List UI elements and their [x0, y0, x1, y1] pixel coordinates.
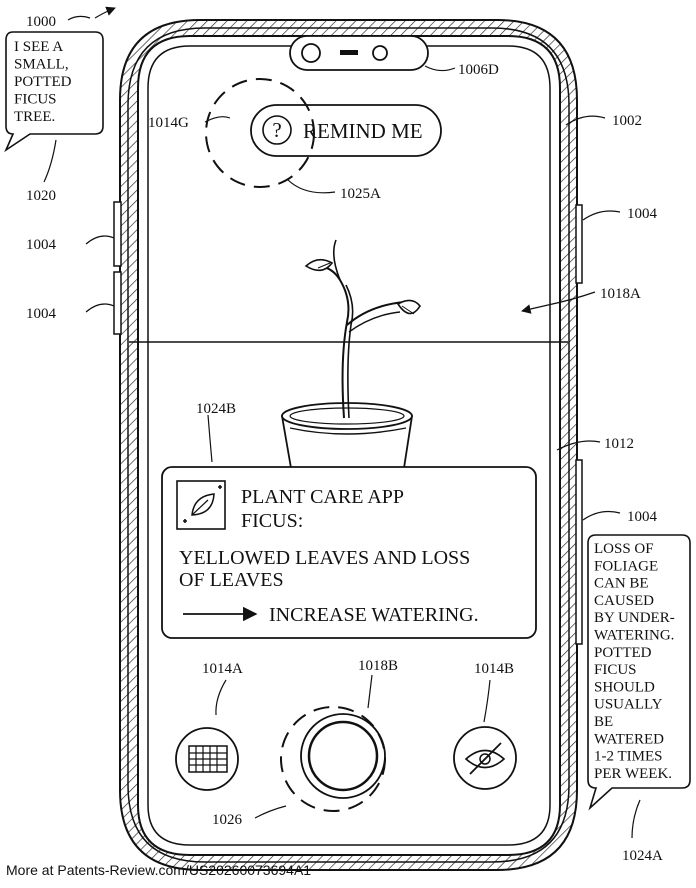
ref-1018B: 1018B: [358, 658, 398, 674]
app-subtitle: FICUS:: [241, 510, 303, 532]
ref-1018A: 1018A: [600, 286, 641, 302]
eye-slash-icon: [464, 742, 506, 775]
side-button-left-bottom[interactable]: [113, 271, 122, 335]
ref-1024B: 1024B: [196, 401, 236, 417]
speech-line: PER WEEK.: [594, 766, 672, 782]
ref-1025A: 1025A: [340, 186, 381, 202]
ref-1026: 1026: [212, 812, 243, 828]
ref-1006D: 1006D: [458, 62, 499, 78]
app-title: PLANT CARE APP: [241, 486, 404, 508]
remind-label: REMIND ME: [303, 119, 423, 143]
speech-line: SMALL,: [14, 57, 69, 73]
source-footer[interactable]: More at Patents-Review.com/US20260073694…: [6, 862, 312, 878]
speech-line: FICUS: [594, 662, 637, 678]
ref-1024A: 1024A: [622, 848, 663, 864]
plant-icon: [176, 480, 226, 530]
speech-line: SHOULD: [594, 679, 655, 695]
shutter-button[interactable]: [300, 713, 386, 799]
action-text: INCREASE WATERING.: [269, 604, 479, 626]
speech-line: FICUS: [14, 92, 57, 108]
gaze-indicator-1026: [280, 706, 386, 812]
potted-plant: [280, 239, 421, 469]
ref-1014G: 1014G: [148, 115, 189, 131]
speech-line: POTTED: [594, 645, 652, 661]
sensor-icon: [372, 45, 388, 61]
ref-1004-right-bottom: 1004: [627, 509, 658, 525]
ref-1020: 1020: [26, 188, 56, 204]
speech-line: USUALLY: [594, 697, 663, 713]
symptom-line-1: YELLOWED LEAVES AND LOSS: [179, 547, 470, 569]
speech-line: TREE.: [14, 109, 55, 125]
ref-1000: 1000: [26, 14, 56, 30]
speech-line: CAUSED: [594, 593, 654, 609]
gaze-indicator-1025A: [205, 78, 315, 188]
question-icon: [262, 115, 292, 145]
symptom-line-2: OF LEAVES: [179, 569, 284, 591]
leader-lines: [43, 6, 641, 839]
calendar-button[interactable]: [175, 727, 239, 791]
speech-line: 1-2 TIMES: [594, 749, 662, 765]
phone-device: [119, 19, 578, 871]
ref-1002: 1002: [612, 113, 642, 129]
speech-line: BY UNDER-: [594, 610, 675, 626]
speech-line: CAN BE: [594, 576, 649, 592]
plant-care-card[interactable]: PLANT CARE APP FICUS: YELLOWED LEAVES AN…: [161, 466, 537, 639]
camera-icon: [301, 43, 321, 63]
hide-button[interactable]: [453, 726, 517, 790]
speech-line: FOLIAGE: [594, 558, 658, 574]
ref-1014B: 1014B: [474, 661, 514, 677]
camera-notch: [289, 35, 429, 71]
side-button-right-top[interactable]: [575, 204, 583, 284]
ref-1014A: 1014A: [202, 661, 243, 677]
speech-line: BE: [594, 714, 613, 730]
ref-1004-right-top: 1004: [627, 206, 658, 222]
speech-line: I SEE A: [14, 39, 63, 55]
speech-line: WATERING.: [594, 628, 674, 644]
speech-line: WATERED: [594, 731, 664, 747]
remind-me-button[interactable]: ? REMIND ME: [250, 104, 442, 157]
display-screen: [147, 45, 551, 846]
side-button-left-top[interactable]: [113, 201, 122, 267]
side-button-right-bottom[interactable]: [575, 459, 583, 645]
speech-line: LOSS OF: [594, 541, 654, 557]
ref-1004-left-top: 1004: [26, 237, 57, 253]
ref-1012: 1012: [604, 436, 634, 452]
speech-line: POTTED: [14, 74, 72, 90]
question-glyph: ?: [272, 118, 281, 142]
calendar-icon: [188, 745, 228, 773]
ref-1004-left-bottom: 1004: [26, 306, 57, 322]
shutter-icon: [307, 720, 379, 792]
